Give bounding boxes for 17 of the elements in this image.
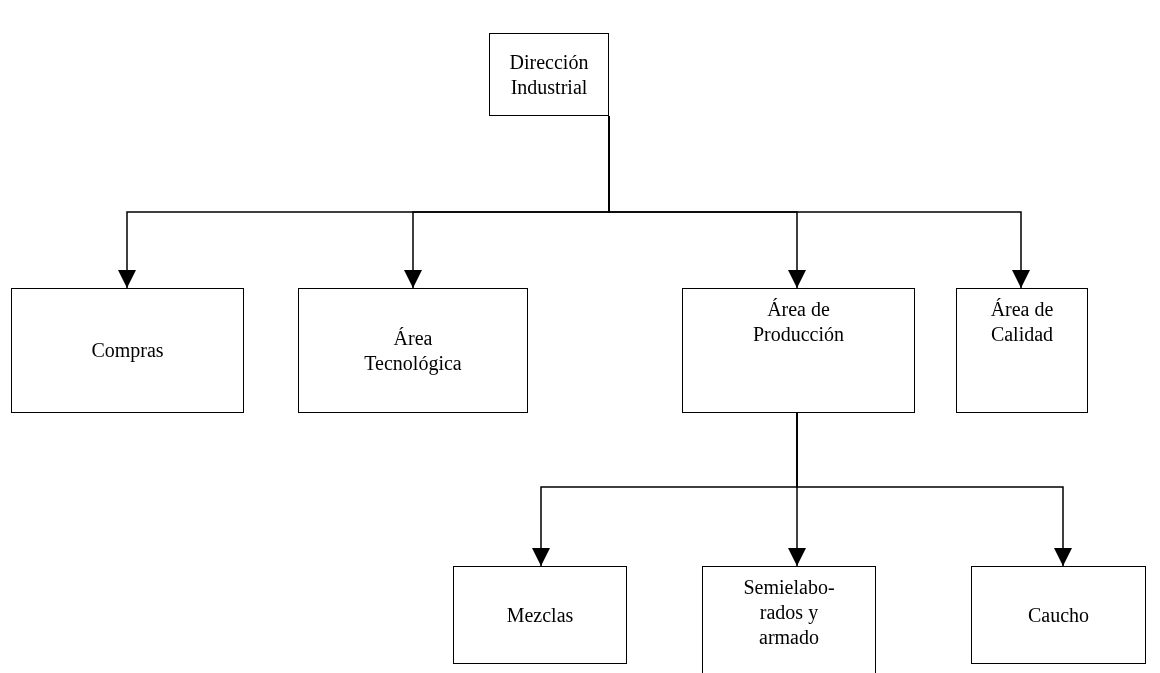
org-box xyxy=(11,288,244,413)
box-label: Caucho xyxy=(1027,602,1090,628)
box-label: Compras xyxy=(91,338,164,363)
org-box xyxy=(682,288,915,413)
org-box xyxy=(489,33,609,116)
box-label: Área de Calidad xyxy=(989,297,1055,347)
org-box xyxy=(956,288,1088,413)
org-box xyxy=(298,288,528,413)
box-label: Mezclas xyxy=(506,602,574,628)
org-box xyxy=(702,566,876,673)
box-label: Semielabo- rados y armado xyxy=(742,575,836,650)
box-label: Área de Producción xyxy=(751,297,846,347)
org-box xyxy=(453,566,627,664)
box-label: Área Tecnológica xyxy=(363,325,463,376)
org-box xyxy=(971,566,1146,664)
box-label: Dirección Industrial xyxy=(508,49,590,100)
connector-arrow xyxy=(796,412,1072,567)
